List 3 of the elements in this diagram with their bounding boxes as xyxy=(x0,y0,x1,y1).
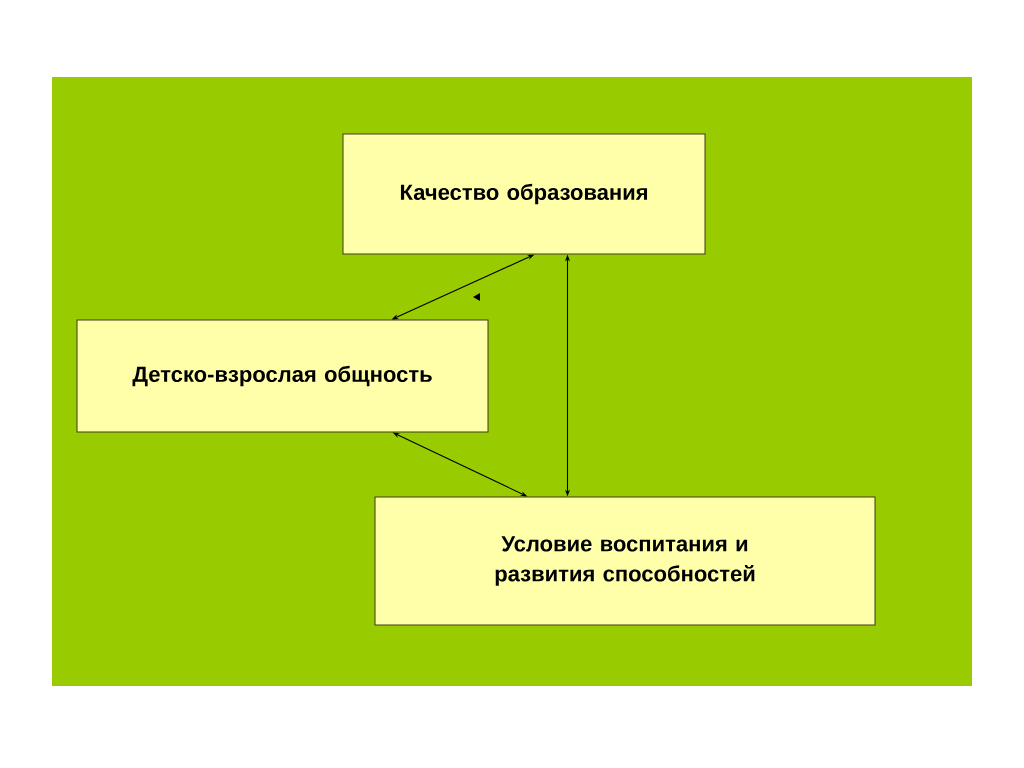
text-box: Детско-взрослая общность xyxy=(76,319,489,433)
text-box: Условие воспитания и развития способностей xyxy=(374,496,876,626)
text-box: Качество образования xyxy=(342,133,706,255)
